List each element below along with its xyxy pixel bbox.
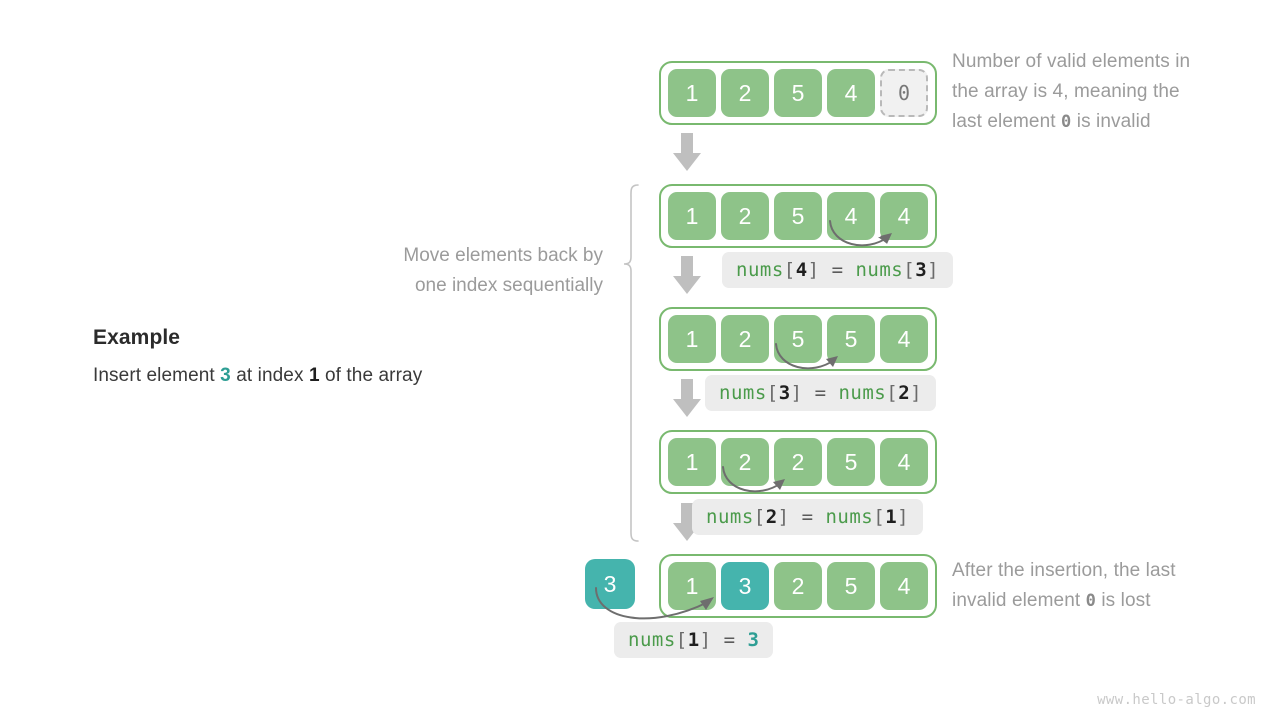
array-cell: 1 xyxy=(668,562,716,610)
note-move-line1: Move elements back by xyxy=(403,245,603,266)
note-valid-elements: Number of valid elements in the array is… xyxy=(952,47,1264,137)
code-fn: nums xyxy=(855,259,904,281)
code-fn: nums xyxy=(825,506,874,528)
array-cell: 4 xyxy=(880,192,928,240)
code-equals: = xyxy=(723,629,736,651)
array-cell-inserted: 3 xyxy=(721,562,769,610)
example-desc-middle: at index xyxy=(230,365,309,386)
array-step-0: 1 2 5 4 0 xyxy=(659,61,937,125)
array-cell: 1 xyxy=(668,69,716,117)
note-top-line3-value: 0 xyxy=(1061,112,1072,132)
code-bracket: ] xyxy=(699,629,712,651)
group-brace-icon xyxy=(623,184,639,542)
array-cell: 2 xyxy=(774,438,822,486)
note-top-line3-pre: last element xyxy=(952,111,1062,132)
array-cell: 2 xyxy=(721,315,769,363)
note-move-line2: one index sequentially xyxy=(414,275,603,296)
code-fn: nums xyxy=(719,382,767,404)
code-value: 3 xyxy=(747,629,760,651)
code-label-assign: nums[4] = nums[3] xyxy=(722,252,954,288)
code-bracket: ] xyxy=(910,382,923,404)
array-cell: 1 xyxy=(668,315,716,363)
code-bracket: [ xyxy=(783,259,796,281)
note-bottom-line1: After the insertion, the last xyxy=(952,560,1176,581)
code-index: 1 xyxy=(687,629,700,651)
example-desc-suffix: of the array xyxy=(319,365,423,386)
array-cell: 2 xyxy=(721,192,769,240)
code-index: 3 xyxy=(915,259,928,281)
array-cell: 4 xyxy=(880,438,928,486)
down-arrow-icon xyxy=(673,256,701,294)
array-step-2: 1 2 5 5 4 xyxy=(659,307,937,371)
example-desc-value: 3 xyxy=(220,365,231,386)
note-move-elements: Move elements back by one index sequenti… xyxy=(330,241,603,301)
code-bracket: [ xyxy=(675,629,688,651)
code-index: 4 xyxy=(795,259,808,281)
array-cell: 2 xyxy=(721,438,769,486)
code-index: 2 xyxy=(765,506,778,528)
code-equals: = xyxy=(814,382,827,404)
array-step-1: 1 2 5 4 4 xyxy=(659,184,937,248)
code-bracket: ] xyxy=(927,259,940,281)
note-top-line3-post: is invalid xyxy=(1071,111,1151,132)
code-bracket: ] xyxy=(807,259,820,281)
watermark: www.hello-algo.com xyxy=(1097,692,1256,708)
array-cell: 5 xyxy=(827,438,875,486)
array-cell: 2 xyxy=(721,69,769,117)
array-cell: 2 xyxy=(774,562,822,610)
array-cell: 4 xyxy=(880,562,928,610)
code-bracket: [ xyxy=(753,506,766,528)
example-title: Example xyxy=(93,326,181,349)
code-fn: nums xyxy=(706,506,754,528)
code-bracket: ] xyxy=(897,506,910,528)
example-block: Example Insert element 3 at index 1 of t… xyxy=(93,326,573,387)
code-fn: nums xyxy=(736,259,784,281)
code-index: 1 xyxy=(885,506,898,528)
note-bottom-line2-pre: invalid element xyxy=(952,590,1086,611)
note-top-line1: Number of valid elements in xyxy=(952,51,1191,72)
example-description: Insert element 3 at index 1 of the array xyxy=(93,365,573,387)
code-equals: = xyxy=(831,259,844,281)
code-equals: = xyxy=(801,506,814,528)
code-bracket: ] xyxy=(777,506,790,528)
array-cell-invalid: 0 xyxy=(880,69,928,117)
code-label-assign: nums[3] = nums[2] xyxy=(705,375,937,411)
array-cell: 1 xyxy=(668,438,716,486)
down-arrow-icon xyxy=(673,133,701,171)
code-label-insert: nums[1] = 3 xyxy=(614,622,774,658)
note-after-insertion: After the insertion, the last invalid el… xyxy=(952,556,1264,616)
code-index: 2 xyxy=(898,382,911,404)
array-cell: 4 xyxy=(880,315,928,363)
down-arrow-icon xyxy=(673,379,701,417)
example-desc-prefix: Insert element xyxy=(93,365,221,386)
code-fn: nums xyxy=(838,382,887,404)
code-bracket: [ xyxy=(903,259,916,281)
code-bracket: [ xyxy=(873,506,886,528)
array-cell: 5 xyxy=(827,562,875,610)
code-bracket: ] xyxy=(790,382,803,404)
note-bottom-line2-post: is lost xyxy=(1095,590,1151,611)
note-bottom-line2-value: 0 xyxy=(1085,591,1096,611)
code-fn: nums xyxy=(628,629,676,651)
array-cell: 5 xyxy=(774,315,822,363)
insert-element-box: 3 xyxy=(585,559,635,609)
array-step-4: 1 3 2 5 4 xyxy=(659,554,937,618)
array-cell: 1 xyxy=(668,192,716,240)
array-step-3: 1 2 2 5 4 xyxy=(659,430,937,494)
code-bracket: [ xyxy=(886,382,899,404)
array-cell: 5 xyxy=(774,192,822,240)
code-index: 3 xyxy=(778,382,791,404)
array-cell: 5 xyxy=(774,69,822,117)
array-cell: 5 xyxy=(827,315,875,363)
array-cell: 4 xyxy=(827,192,875,240)
code-label-assign: nums[2] = nums[1] xyxy=(692,499,924,535)
note-top-line2: the array is 4, meaning the xyxy=(952,81,1180,102)
array-cell: 4 xyxy=(827,69,875,117)
code-bracket: [ xyxy=(766,382,779,404)
example-desc-index: 1 xyxy=(308,365,320,386)
